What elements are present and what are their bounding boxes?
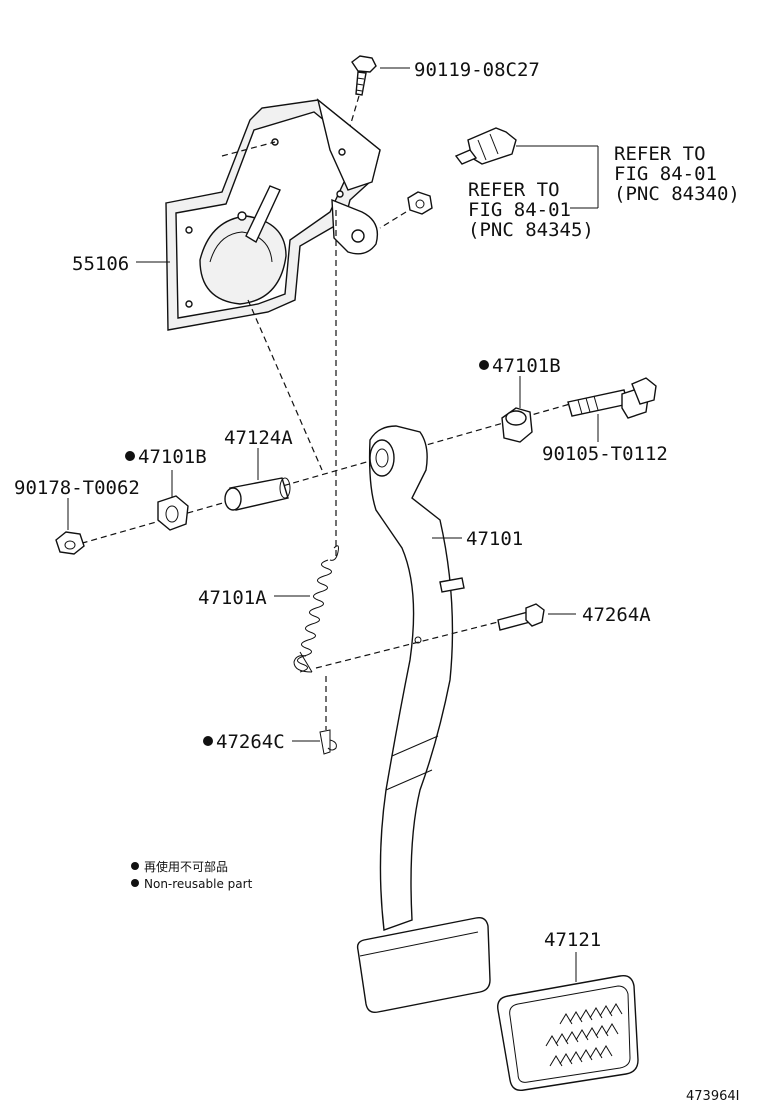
legend-bullet xyxy=(131,862,139,870)
pedal-bracket-55106 xyxy=(165,98,381,331)
pedal-arm-pad xyxy=(356,916,491,1014)
nut-90178-t0062 xyxy=(55,531,85,555)
refer-84345-line3: (PNC 84345) xyxy=(468,219,594,241)
non-reusable-mark xyxy=(125,451,135,461)
refer-84340-line2: FIG 84-01 xyxy=(614,163,717,185)
pivot-axis xyxy=(71,403,571,547)
bushing-47101b-right xyxy=(501,407,533,443)
pedal-pad-47121 xyxy=(497,975,639,1091)
label-47264c: 47264C xyxy=(216,731,285,753)
refer-84340-line3: (PNC 84340) xyxy=(614,183,740,205)
label-90178-t0062: 90178-T0062 xyxy=(14,477,140,499)
switch-nut xyxy=(407,191,433,215)
label-47124a: 47124A xyxy=(224,427,293,449)
pivot-bolt-90105-t0112 xyxy=(567,377,657,419)
bushing-47101b-left xyxy=(157,495,189,531)
bolt-90119-08c27 xyxy=(351,55,377,96)
legend-bullet xyxy=(131,879,139,887)
label-47101a: 47101A xyxy=(198,587,267,609)
clip-47264c xyxy=(319,729,337,755)
refer-84340-line1: REFER TO xyxy=(614,143,706,165)
legend: 再使用不可部品 Non-reusable part xyxy=(131,859,253,891)
label-47121: 47121 xyxy=(544,929,601,951)
return-spring-47101a xyxy=(293,545,339,673)
label-47101b-left: 47101B xyxy=(138,446,207,468)
non-reusable-mark xyxy=(203,736,213,746)
label-90105-t0112: 90105-T0112 xyxy=(542,443,668,465)
legend-jp: 再使用不可部品 xyxy=(144,859,228,874)
non-reusable-mark xyxy=(479,360,489,370)
legend-en: Non-reusable part xyxy=(144,877,253,891)
label-47264a: 47264A xyxy=(582,604,651,626)
refer-84345-line1: REFER TO xyxy=(468,179,560,201)
label-47101b-right: 47101B xyxy=(492,355,561,377)
label-55106: 55106 xyxy=(72,253,129,275)
stop-lamp-switch xyxy=(454,127,517,165)
collar-47124a xyxy=(224,477,291,511)
stopper-bolt-47264a xyxy=(497,603,545,631)
pedal-arm-47101 xyxy=(368,425,465,931)
refer-84345-line2: FIG 84-01 xyxy=(468,199,571,221)
figure-id: 473964I xyxy=(686,1089,739,1104)
label-47101: 47101 xyxy=(466,528,523,550)
label-90119-08c27: 90119-08C27 xyxy=(414,59,540,81)
